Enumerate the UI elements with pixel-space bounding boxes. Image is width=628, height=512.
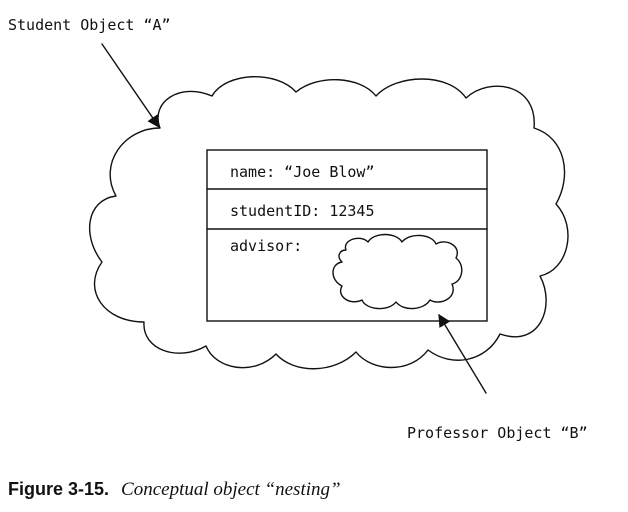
student-object-cloud xyxy=(88,75,569,370)
advisor-field: advisor: xyxy=(230,237,302,255)
name-field: name: “Joe Blow” xyxy=(230,163,375,181)
figure-number: Figure 3-15. xyxy=(8,479,109,499)
student-object-record xyxy=(206,149,488,322)
student-object-label: Student Object “A” xyxy=(8,16,171,34)
professor-object-pointer xyxy=(438,313,487,394)
figure-title: Conceptual object “nesting” xyxy=(121,479,341,500)
student-id-field: studentID: 12345 xyxy=(230,202,375,220)
professor-object-cloud xyxy=(332,233,463,310)
student-object-pointer xyxy=(101,43,160,129)
professor-object-label: Professor Object “B” xyxy=(407,424,588,442)
figure-caption: Figure 3-15. Conceptual object “nesting” xyxy=(8,479,341,500)
